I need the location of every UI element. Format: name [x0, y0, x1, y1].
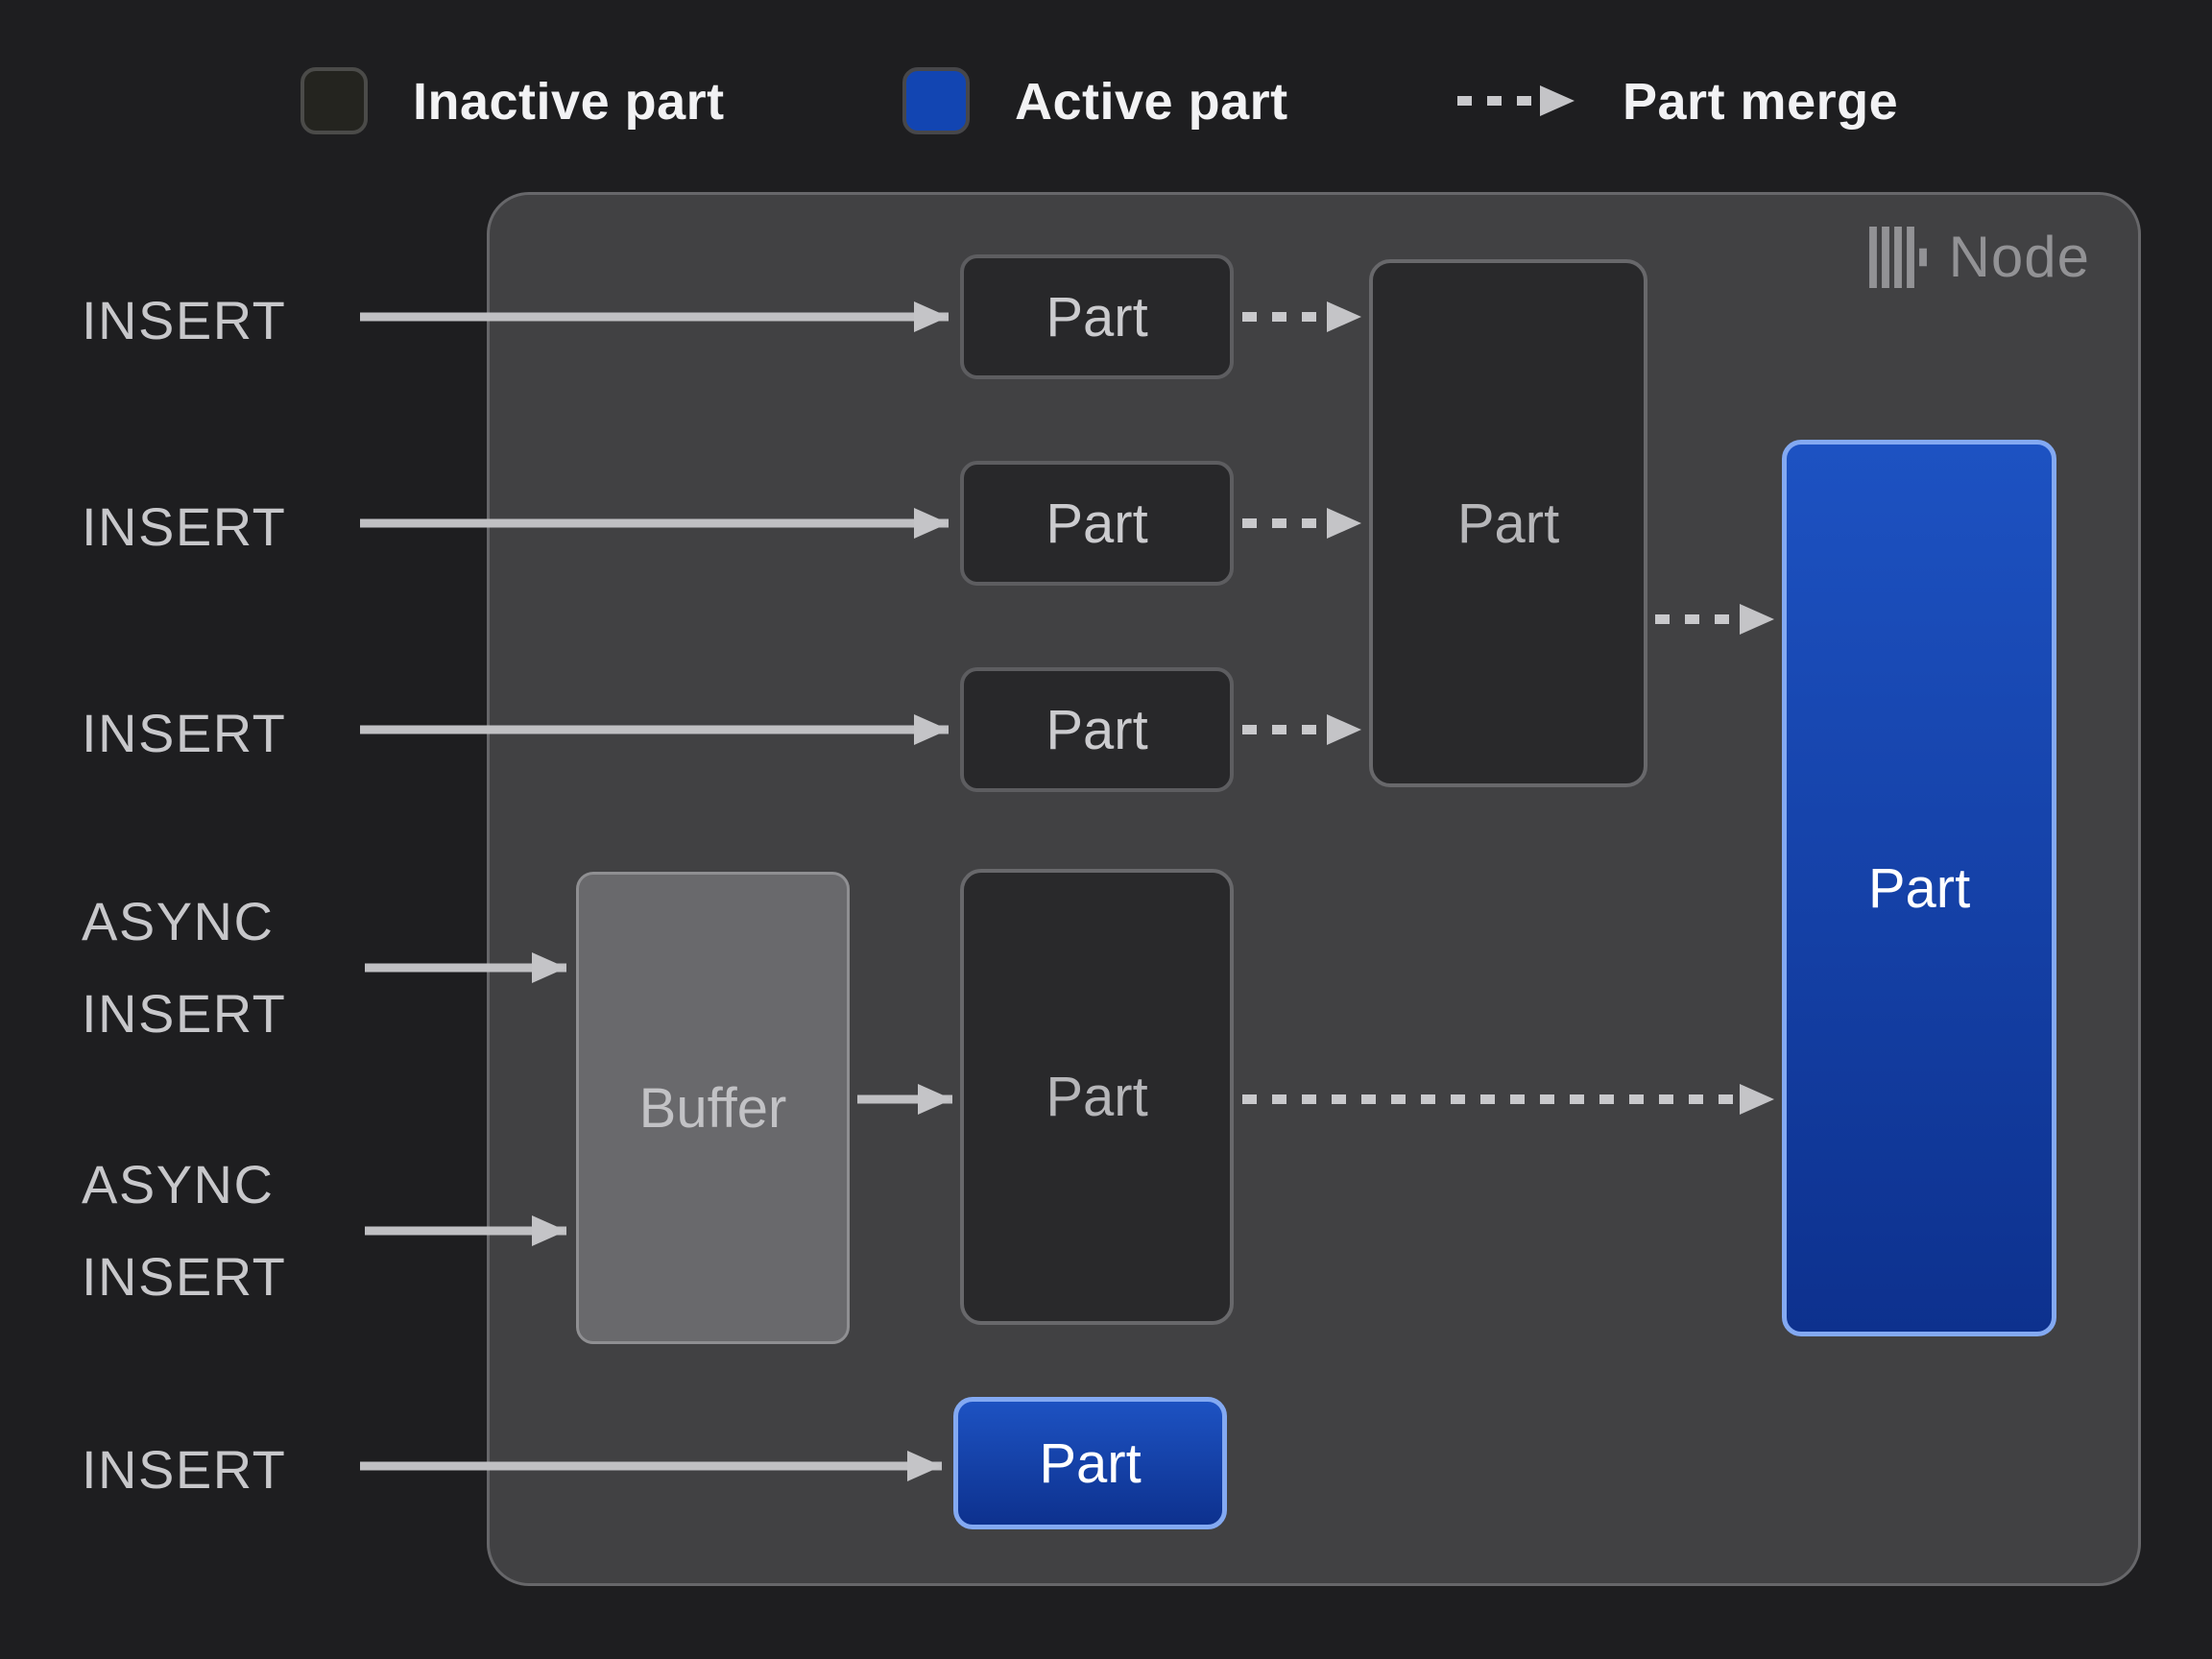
clickhouse-bars-icon	[1868, 226, 1927, 288]
legend-inactive-swatch	[301, 67, 368, 134]
active-part-box-large: Part	[1782, 440, 2056, 1336]
legend-active-swatch	[902, 67, 970, 134]
part-box-label: Part	[1867, 856, 1971, 920]
async-insert-label-1: ASYNC INSERT	[82, 891, 287, 1044]
part-box-label: Part	[1046, 1066, 1148, 1128]
legend-active-label: Active part	[1015, 73, 1288, 131]
part-box-label: Part	[1456, 492, 1560, 555]
part-box-label: Part	[1046, 492, 1148, 555]
buffer-box: Buffer	[576, 872, 850, 1344]
insert-label-4: INSERT	[82, 1439, 287, 1500]
async-insert-label-2: ASYNC INSERT	[82, 1154, 287, 1307]
merged-part-box: Part	[1369, 259, 1647, 787]
part-box-label: Part	[1039, 1431, 1142, 1495]
insert-label-3: INSERT	[82, 703, 287, 763]
legend-merge-label: Part merge	[1623, 73, 1899, 131]
insert-label-2: INSERT	[82, 496, 287, 557]
inactive-part-box-1: Part	[960, 254, 1234, 379]
inactive-part-box-3: Part	[960, 667, 1234, 792]
inactive-part-box-2: Part	[960, 461, 1234, 586]
node-title-label: Node	[1948, 225, 2090, 289]
part-box-label: Part	[1046, 698, 1148, 761]
legend-inactive-label: Inactive part	[413, 73, 725, 131]
insert-label-1: INSERT	[82, 290, 287, 350]
buffered-part-box: Part	[960, 869, 1234, 1325]
buffer-box-label: Buffer	[638, 1076, 787, 1140]
active-part-box-small: Part	[953, 1397, 1227, 1529]
node-title: Node	[1868, 224, 2090, 290]
part-box-label: Part	[1046, 285, 1148, 349]
